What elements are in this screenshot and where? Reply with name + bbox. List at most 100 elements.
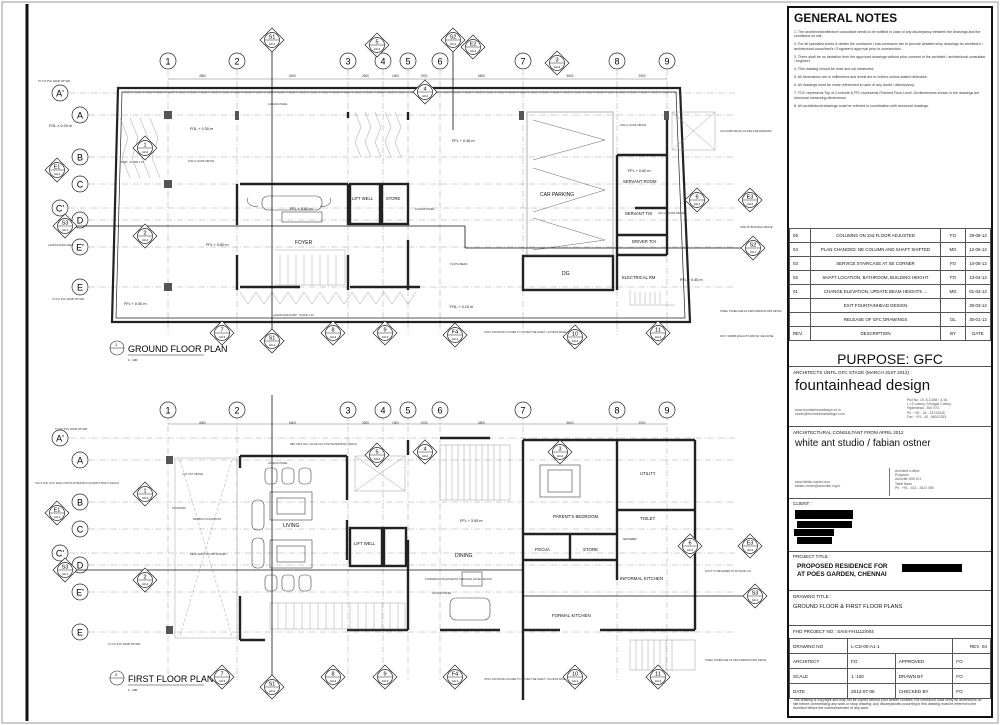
marker-sheet: A3-3 <box>219 679 226 683</box>
general-notes-title: GENERAL NOTES <box>794 11 898 25</box>
ground-columns <box>164 111 669 291</box>
drawing-no-label: DRAWING NO <box>788 638 849 654</box>
annotation: PLANTERS <box>172 506 186 510</box>
ground-dimension: 6800 <box>478 74 485 78</box>
revision-date: 12-06-12 <box>965 242 991 257</box>
first-dimension: 4800 <box>199 421 206 425</box>
first-grid-bubble-row <box>71 520 89 538</box>
address-line: Plot No: 15, 8-3-684 / 3-15, <box>907 398 948 402</box>
revision-date: 01-04-12 <box>965 284 991 299</box>
ground-grid-bubble-row <box>71 238 89 256</box>
marker-label: 10 <box>572 332 578 338</box>
marker-label: 1 <box>143 143 146 149</box>
ground-grid-label-row: B <box>77 153 83 163</box>
first-grid-bubble-col <box>374 401 392 419</box>
ground-grid-label-col: 9 <box>664 57 669 67</box>
rev-cell: REV 04 <box>952 638 991 654</box>
marker-label: E3 <box>747 541 754 547</box>
first-grid-bubble-col <box>228 401 246 419</box>
ground-grid-label-row: E' <box>76 243 84 253</box>
first-grid-label-row: E <box>77 628 83 638</box>
drawing-title-label: DRAWING TITLE : <box>793 594 832 599</box>
redacted-client <box>797 521 852 528</box>
annotation: ACCESS PANEL <box>415 207 435 211</box>
consultant-contact: www.fabian-ostner.com fabian-ostner@auro… <box>795 480 890 488</box>
first-grid-label-col: 6 <box>437 406 442 416</box>
annotation: UPVC OR WOOD LOUVER TO COVER THE SHAFT /… <box>484 330 568 334</box>
first-section-marker: 3A3-2 <box>547 439 573 465</box>
marker-label: 2 <box>143 575 146 581</box>
first-grid-label-col: 4 <box>380 406 385 416</box>
annotation: LANDSCAPED AREA <box>48 243 73 247</box>
marker-sheet: A3-2 <box>142 496 149 500</box>
marker-sheet: A3-3 <box>382 335 389 339</box>
room-servant-toi: SERVANT TOI <box>625 211 652 216</box>
ground-walls <box>235 112 669 292</box>
marker-sheet: A3-1 <box>62 572 69 576</box>
marker-label: 10 <box>572 672 578 678</box>
marker-label: 3 <box>558 447 561 453</box>
marker-sheet: A3-2 <box>747 548 754 552</box>
ground-ramp-hatching <box>119 111 716 306</box>
ground-grid-bubble-col <box>431 52 449 70</box>
revision-description: RELEASE OF GFC DRAWINGS <box>810 312 941 327</box>
ground-grid-label-row: A' <box>56 89 64 99</box>
room-living: LIVING <box>283 523 300 529</box>
marker-sheet: A3-2 <box>747 202 754 206</box>
marker-sheet: A3-2 <box>422 454 429 458</box>
ground-grid-bubble-col <box>608 52 626 70</box>
annotation: BAMBOO PLANTATION <box>193 517 221 521</box>
ground-dimension: 2900 <box>638 74 645 78</box>
marker-label: 7 <box>220 328 223 334</box>
marker-sheet: A3-3 <box>382 679 389 683</box>
marker-sheet: A3-1 <box>452 337 459 341</box>
annotation: PLINTH BEAM <box>450 262 467 266</box>
architects-email: studio@fountainheaddesign.co.in <box>795 412 846 417</box>
address-line: L.I.C colony, Srinagar Colony, <box>907 402 952 407</box>
revision-rev <box>789 298 811 313</box>
note: 2. For all specialist works & details th… <box>794 42 983 51</box>
marker-sheet: A3-2 <box>142 238 149 242</box>
first-grid-bubble-row <box>71 583 89 601</box>
redacted-name <box>902 564 962 572</box>
ground-foyer-furniture <box>247 195 331 223</box>
ground-grid-bubble-row <box>51 199 69 217</box>
first-grid-label-row: C <box>77 525 84 535</box>
marker-label: 8 <box>331 328 334 334</box>
marker-label: 7 <box>220 672 223 678</box>
annotation: POWDER ROOM EXHAUST THROUGH FALSE CEILIN… <box>425 577 492 581</box>
room-dg: DG <box>562 271 570 277</box>
first-grid-label-row: E' <box>76 588 84 598</box>
note: 8. All architectural drawings must be re… <box>794 103 930 108</box>
plan-title: FIRST FLOOR PLAN <box>128 674 213 684</box>
marker-sheet: A3-1 <box>269 42 276 46</box>
marker-sheet: A3-1 <box>694 202 701 206</box>
copyright-notice: This drawing is copyright and may not be… <box>793 698 982 711</box>
room-electrical: ELECTRICAL RM <box>622 275 656 280</box>
marker-label: F4 <box>452 330 458 336</box>
first-grid-bubble-col <box>159 401 177 419</box>
by-header: BY <box>940 326 966 341</box>
annotation: TO FIT PVC RAMP WITHIN <box>38 79 70 83</box>
architects-web: www.fountainheaddesign.co.in <box>795 408 841 412</box>
first-grid-bubble-row <box>71 451 89 469</box>
first-dimension: 1900 <box>420 421 427 425</box>
plan-title: GROUND FLOOR PLAN <box>128 344 228 354</box>
ground-grid-bubble-col <box>159 52 177 70</box>
project-title-label: PROJECT TITLE : <box>793 554 831 559</box>
marker-label: E1 <box>54 508 61 514</box>
ground-section-marker: 2A3-2 <box>132 223 158 249</box>
ground-building-outline <box>110 86 692 324</box>
consultant-address: Architect's office Progress Auroville 60… <box>895 469 990 490</box>
marker-sheet: A3-1 <box>752 598 759 602</box>
marker-sheet: A3-2 <box>557 454 564 458</box>
room-servant-room: SERVANT ROOM <box>623 179 657 184</box>
revision-date: 10-05-12 <box>965 256 991 271</box>
